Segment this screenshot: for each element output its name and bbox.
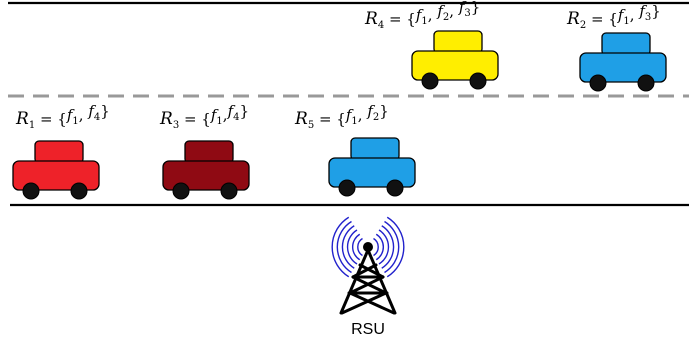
wireless-signal-icon [331, 216, 405, 278]
car-cabin [34, 140, 84, 164]
signal-wave-left [357, 237, 363, 257]
vehicle-1: R1 = {f1, f4} [12, 102, 110, 200]
vehicle-1-label: R1 = {f1, f4} [15, 102, 110, 131]
signal-wave-right [381, 225, 395, 269]
vehicle-3: R3 = {f1,f4} [159, 102, 250, 200]
car-cabin [433, 30, 483, 54]
car-wheel [386, 179, 404, 197]
vehicle-4: R4 = {f1, f2, f3} [364, 0, 499, 90]
car-wheel [220, 182, 238, 200]
vehicle-5: R5 = {f1, f2} [294, 102, 416, 197]
signal-wave-right [373, 237, 379, 257]
antenna-tower-icon [339, 248, 397, 315]
signal-wave-left [341, 225, 355, 269]
car-cabin [184, 140, 234, 164]
car-wheel [70, 182, 88, 200]
vehicle-4-label: R4 = {f1, f2, f3} [364, 0, 480, 31]
signal-wave-right [375, 233, 385, 261]
signal-wave-right [378, 229, 390, 265]
car-wheel [421, 72, 439, 90]
signal-wave-left [336, 220, 352, 274]
car-wheel [22, 182, 40, 200]
rsu-station: RSU [331, 216, 405, 338]
vehicles: R4 = {f1, f2, f3} R2 = {f1, f3} R1 = {f1, … [12, 0, 667, 200]
car-wheel [469, 72, 487, 90]
vehicle-2-label: R2 = {f1, f3} [566, 2, 661, 31]
antenna-top-icon [363, 242, 373, 252]
car-wheel [637, 74, 655, 92]
signal-wave-right [384, 220, 400, 274]
car-cabin [601, 32, 651, 56]
car-wheel [589, 74, 607, 92]
car-wheel [338, 179, 356, 197]
vehicle-2: R2 = {f1, f3} [566, 2, 667, 92]
car-cabin [350, 137, 400, 161]
rsu-label: RSU [351, 321, 385, 338]
signal-wave-left [351, 233, 361, 261]
signal-wave-left [346, 229, 358, 265]
vehicle-3-label: R3 = {f1,f4} [159, 102, 249, 131]
signal-wave-right [386, 216, 405, 278]
signal-wave-left [331, 216, 350, 278]
vehicle-5-label: R5 = {f1, f2} [294, 102, 389, 131]
car-wheel [172, 182, 190, 200]
